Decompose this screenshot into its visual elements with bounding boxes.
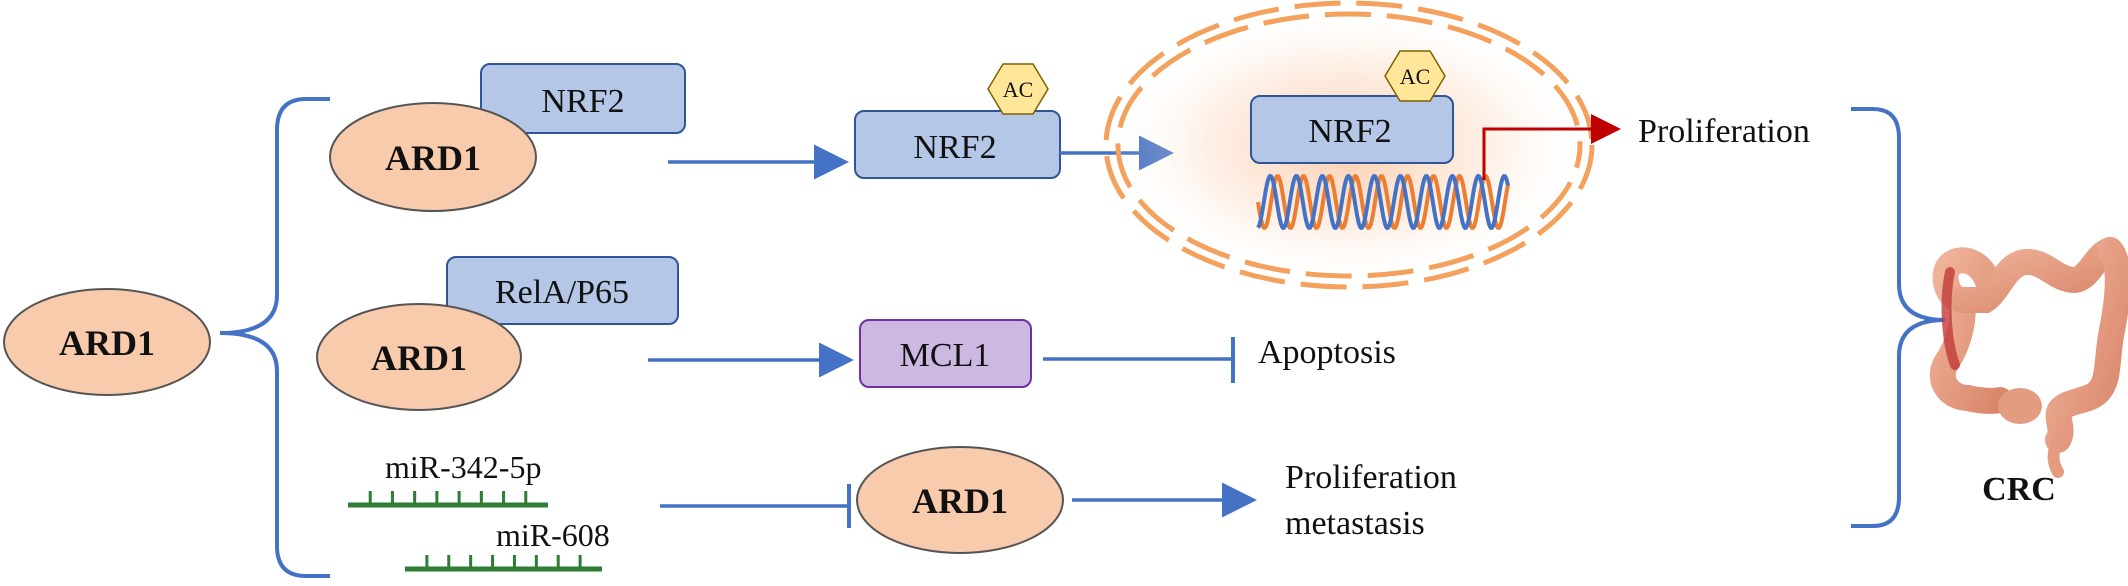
mirna-608-strand (405, 555, 602, 572)
left-bracket (219, 97, 330, 578)
nuclear-ac-badge: AC (1384, 50, 1446, 102)
right-bracket (1851, 107, 1946, 528)
row2-ard1: ARD1 (316, 303, 522, 411)
rela-p65-box (446, 256, 679, 325)
row3-outcome-metastasis: metastasis (1285, 505, 1425, 542)
central-ard1: ARD1 (3, 288, 211, 396)
nrf2-complex-box (480, 63, 686, 134)
nuclear-ac-badge-label: AC (1400, 64, 1431, 89)
acetylated-nrf2-box (854, 110, 1061, 179)
row3-ard1: ARD1 (856, 446, 1064, 554)
ac-badge: AC (987, 63, 1049, 115)
row3-outcome-proliferation: Proliferation (1285, 459, 1457, 496)
mirna-342-strand (348, 491, 548, 508)
row1-outcome-proliferation: Proliferation (1638, 113, 1810, 150)
row2-outcome-apoptosis: Apoptosis (1258, 334, 1396, 371)
crc-label: CRC (1982, 471, 2056, 508)
dna-strand (1256, 173, 1510, 231)
mirna-inhibits-ard1 (660, 484, 851, 528)
transcription-arrow (1482, 114, 1621, 180)
central-ard1-label: ARD1 (59, 323, 155, 363)
mcl1-label: MCL1 (900, 337, 991, 374)
row1-ard1-label: ARD1 (385, 138, 481, 178)
nuclear-nrf2-label: NRF2 (1308, 113, 1391, 150)
acetylated-nrf2-label: NRF2 (913, 129, 996, 166)
nrf2-complex-label: NRF2 (541, 83, 624, 120)
dna-helix (1256, 173, 1510, 231)
row1-ard1: ARD1 (329, 102, 537, 212)
nuclear-nrf2-box (1250, 95, 1454, 164)
row3-ard1-label: ARD1 (912, 481, 1008, 521)
mcl1-inhibits-apoptosis (1043, 337, 1235, 383)
row2-ard1-label: ARD1 (371, 338, 467, 378)
rela-p65-label: RelA/P65 (495, 274, 629, 311)
mirna-342-label: miR-342-5p (385, 449, 541, 485)
ac-badge-label: AC (1003, 77, 1034, 102)
colon-icon (1929, 237, 2128, 478)
mirna-608-label: miR-608 (496, 517, 610, 553)
mcl1-box (859, 319, 1032, 388)
